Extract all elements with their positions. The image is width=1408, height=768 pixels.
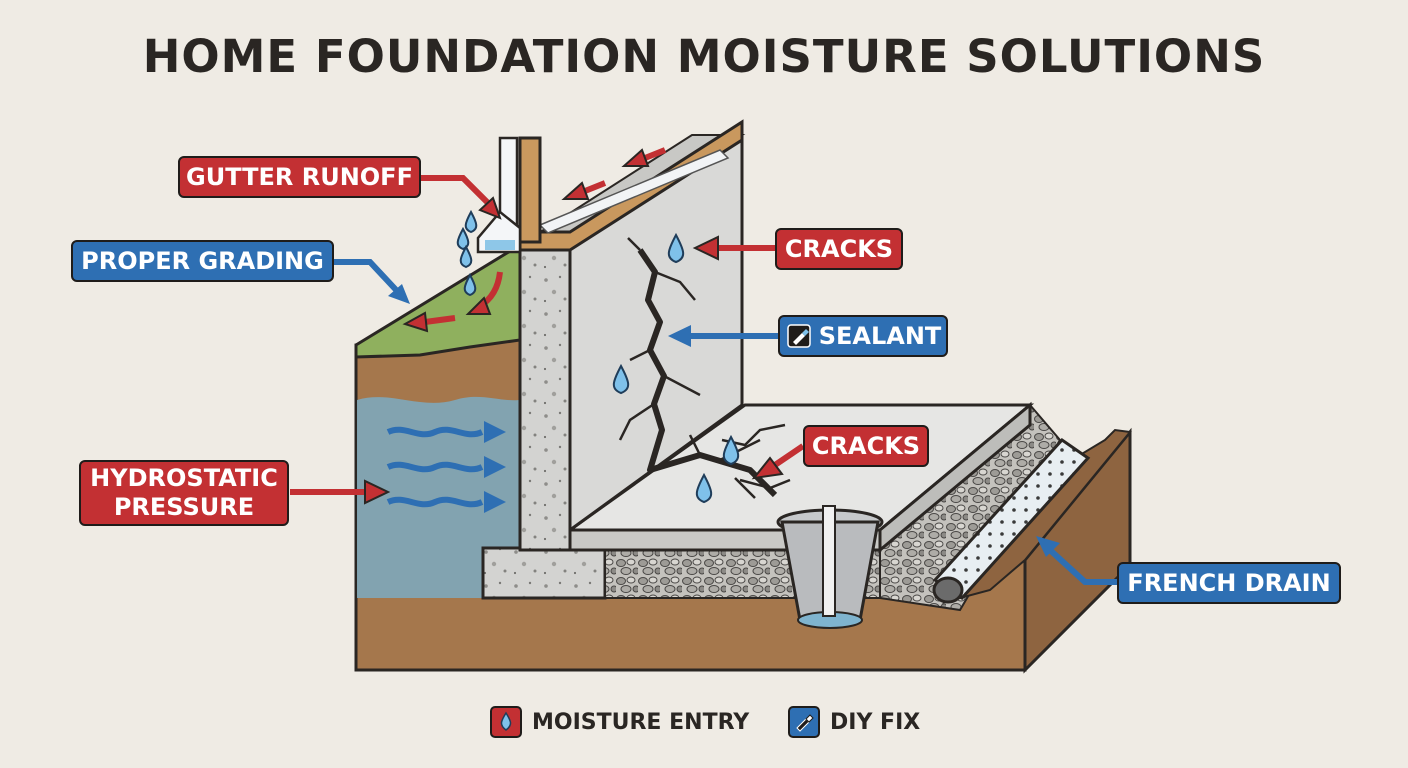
- moisture-arrows: [290, 147, 805, 505]
- wall-stud: [518, 136, 542, 244]
- french-drain-pipe: [932, 428, 1132, 604]
- downspout: [476, 136, 522, 254]
- legend-moisture-entry: MOISTURE ENTRY: [490, 702, 749, 742]
- grass-slope: [354, 242, 522, 359]
- water-drop-icon: [490, 706, 522, 738]
- wall-crack-branches: [618, 237, 761, 499]
- label-cracks-floor: CRACKS: [803, 425, 929, 467]
- legend-diy-fix-label: DIY FIX: [830, 709, 921, 735]
- label-hydrostatic-line1: HYDROSTATIC: [90, 464, 278, 492]
- label-proper-grading: PROPER GRADING: [71, 240, 334, 282]
- legend-moisture-entry-label: MOISTURE ENTRY: [532, 709, 750, 735]
- label-gutter-runoff: GUTTER RUNOFF: [178, 156, 421, 198]
- groundwater-zone: [357, 396, 519, 598]
- footing: [481, 546, 607, 600]
- label-french-drain: FRENCH DRAIN: [1117, 562, 1341, 604]
- label-hydrostatic-pressure: HYDROSTATIC PRESSURE: [79, 460, 289, 526]
- label-sealant-text: SEALANT: [818, 321, 942, 350]
- page-title: HOME FOUNDATION MOISTURE SOLUTIONS: [142, 30, 1266, 83]
- label-cracks-wall: CRACKS: [775, 228, 903, 270]
- label-hydrostatic-line2: PRESSURE: [113, 493, 255, 521]
- wall-crack: [637, 248, 778, 498]
- sealant-tube-icon: [788, 706, 820, 738]
- water-drops: [456, 209, 740, 504]
- siding-strip: [538, 149, 730, 234]
- sump-pit: [776, 505, 884, 629]
- sealant-tube-icon: [786, 324, 811, 348]
- label-sealant: SEALANT: [778, 315, 948, 357]
- fix-arrows: [333, 259, 1117, 585]
- legend-diy-fix: DIY FIX: [788, 702, 920, 742]
